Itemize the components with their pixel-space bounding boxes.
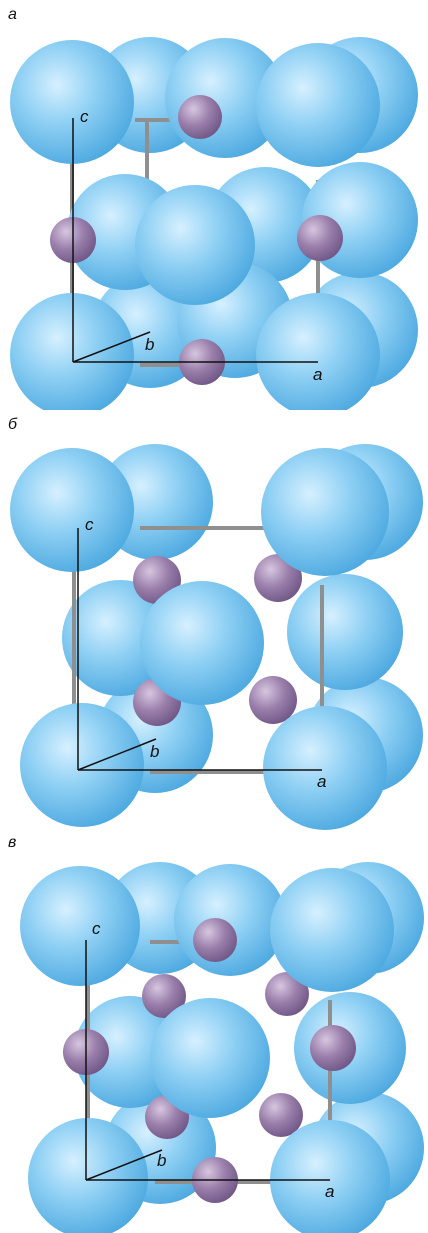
large-atom xyxy=(150,998,270,1118)
large-atom xyxy=(287,574,403,690)
large-atom xyxy=(174,864,286,976)
small-atom xyxy=(310,1025,356,1071)
axis-label-b: b xyxy=(157,1151,166,1170)
large-atom xyxy=(140,581,264,705)
small-atom xyxy=(265,972,309,1016)
axis-b xyxy=(72,331,151,363)
small-atom xyxy=(178,95,222,139)
axis-label-a: a xyxy=(313,365,322,384)
crystal-structure-diagram: c b a xyxy=(10,37,418,410)
axis-label-a: a xyxy=(325,1182,334,1201)
small-atom xyxy=(249,676,297,724)
large-atom xyxy=(261,448,389,576)
small-atom xyxy=(193,918,237,962)
small-atom xyxy=(142,974,186,1018)
panel-a: а c b a xyxy=(0,0,428,410)
axis-label-a: a xyxy=(317,772,326,791)
large-atom xyxy=(10,293,134,410)
axis-label-b: b xyxy=(145,335,154,354)
large-atom xyxy=(10,40,134,164)
large-atom xyxy=(270,868,394,992)
axis-label-b: b xyxy=(150,742,159,761)
small-atom xyxy=(254,554,302,602)
large-atom xyxy=(256,43,380,167)
axis-label-c: c xyxy=(80,107,89,126)
large-atom xyxy=(270,1120,390,1233)
axis-label-c: c xyxy=(92,919,101,938)
panel-b: б c b a xyxy=(0,410,428,830)
large-atom xyxy=(20,866,140,986)
axis-b xyxy=(85,1149,163,1181)
large-atom xyxy=(135,185,255,305)
crystal-structure-diagram: c b a xyxy=(20,862,424,1233)
panel-label: в xyxy=(8,834,17,851)
large-atom xyxy=(10,448,134,572)
axis-b xyxy=(77,738,157,771)
large-atom xyxy=(28,1118,148,1233)
small-atom xyxy=(297,215,343,261)
large-atom xyxy=(20,703,144,827)
panel-label: а xyxy=(8,6,17,23)
axis-label-c: c xyxy=(85,515,94,534)
large-atom xyxy=(256,293,380,410)
panel-c: в c b a xyxy=(0,830,428,1233)
panel-label: б xyxy=(8,416,17,433)
large-atom xyxy=(263,706,387,830)
small-atom xyxy=(259,1093,303,1137)
crystal-structure-diagram: c b a xyxy=(10,444,423,830)
